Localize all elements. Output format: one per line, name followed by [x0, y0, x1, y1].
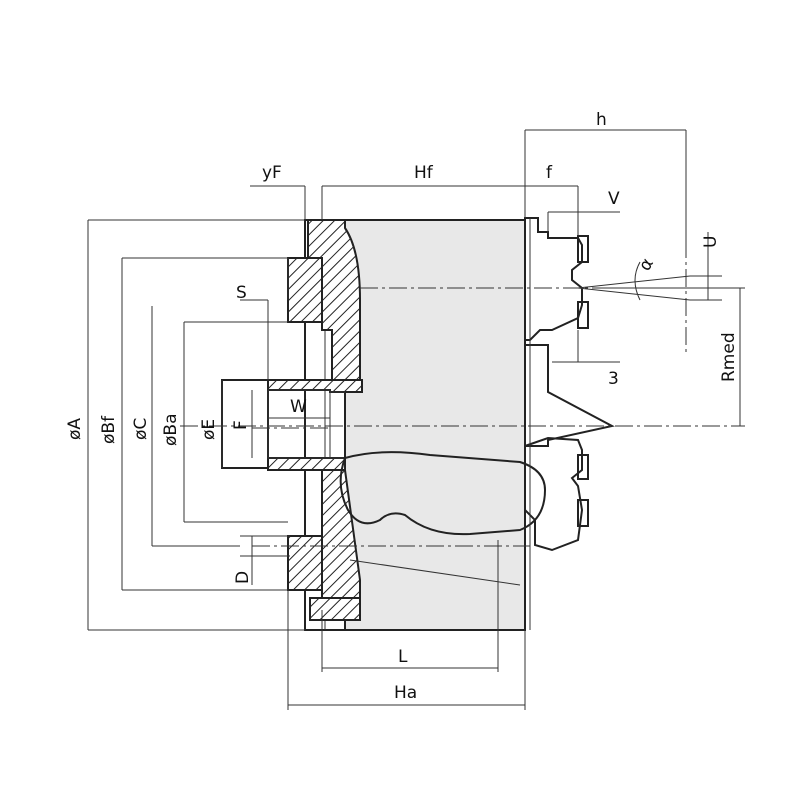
label-V: V — [608, 189, 620, 209]
dimension-lines — [87, 129, 745, 710]
hatch-bottom-step — [287, 535, 323, 591]
jaw-bottom — [524, 436, 584, 552]
label-S: S — [236, 283, 247, 303]
internal-lever — [339, 451, 547, 586]
label-phiA: øA — [65, 418, 85, 440]
label-phiBf: øBf — [99, 415, 119, 444]
label-Rmed: Rmed — [719, 332, 739, 382]
hatch-top-step — [287, 257, 323, 323]
label-D: D — [233, 571, 253, 584]
label-L: L — [398, 647, 408, 667]
hatch-bore-bottom — [267, 457, 346, 471]
label-Hf: Hf — [414, 163, 434, 183]
label-Ha: Ha — [394, 683, 417, 703]
label-phiC: øC — [131, 418, 151, 440]
jaw-center — [524, 344, 615, 447]
label-3: 3 — [608, 369, 619, 389]
label-F: F — [231, 420, 251, 430]
center-lines — [180, 240, 745, 547]
label-U: U — [701, 236, 721, 248]
label-W: W — [290, 397, 307, 417]
label-alpha: α — [635, 255, 658, 275]
label-phiE: øE — [199, 419, 219, 440]
label-phiBa: øBa — [161, 414, 181, 446]
jaw-top — [524, 217, 583, 341]
dimension-labels: h yF Hf f V U α S W F øA øBf øC øBa øE R… — [65, 110, 739, 703]
label-f: f — [546, 163, 553, 183]
hatch-bottom-bolt — [309, 597, 361, 621]
hatch-bottom-flange — [321, 469, 361, 611]
label-yF: yF — [262, 163, 282, 183]
label-h: h — [596, 110, 607, 130]
jaws — [524, 217, 615, 630]
